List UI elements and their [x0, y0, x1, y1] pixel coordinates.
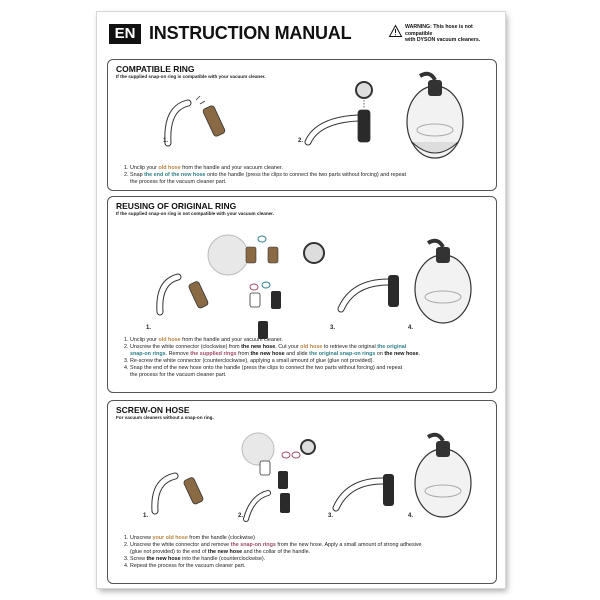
vacuum-cleaner-illustration [414, 432, 472, 518]
glue-application-illustration [241, 432, 316, 522]
warning-text-1: WARNING: This hose is not compatible [405, 24, 473, 37]
step-number: 1. [143, 513, 149, 519]
step-1: 1. Unclip your old hose from the handle … [124, 337, 283, 343]
step-number: 1. [146, 325, 152, 331]
header: EN INSTRUCTION MANUAL WARNING: This hose… [109, 22, 495, 48]
warning-text-2: with DYSON vacuum cleaners. [405, 37, 481, 43]
step-1: 1. Unscrew your old hose from the handle… [124, 535, 255, 541]
step-2: 2. Unscrew the white connector and remov… [124, 542, 422, 548]
step-number: 4. [408, 325, 414, 331]
warning-icon [388, 24, 403, 37]
step-list: 1. Unclip your old hose from the handle … [124, 337, 420, 379]
hose-unscrew-illustration [151, 472, 204, 515]
step-2: 2. Unscrew the white connector (clockwis… [124, 344, 407, 350]
hose-unclip-illustration [156, 273, 209, 316]
step-number: 3. [328, 513, 334, 519]
hose-snap-illustration [304, 81, 373, 146]
language-badge: EN [109, 24, 141, 44]
vacuum-cleaner-illustration [406, 71, 464, 159]
instruction-sheet: EN INSTRUCTION MANUAL WARNING: This hose… [97, 12, 505, 588]
step-2-cont: the process for the vacuum cleaner part. [130, 179, 227, 185]
step-2: 2. Snap the end of the new hose onto the… [124, 172, 406, 178]
step-3: 3. Screw the new hose into the handle (c… [124, 556, 266, 562]
step-number: 3. [330, 325, 336, 331]
hose-screw-illustration [332, 474, 394, 512]
section-subtitle: If the supplied snap-on ring is compatib… [116, 74, 266, 79]
section-title: REUSING OF ORIGINAL RING [116, 201, 237, 211]
step-number: 1. [163, 138, 169, 144]
step-list: 1. Unclip your old hose from the handle … [124, 165, 406, 186]
vacuum-cleaner-illustration [414, 238, 472, 324]
section-title: SCREW-ON HOSE [116, 405, 190, 415]
page-title: INSTRUCTION MANUAL [149, 23, 352, 43]
step-list: 1. Unscrew your old hose from the handle… [124, 535, 422, 570]
step-2-cont: snap-on rings. Remove the supplied rings… [130, 351, 421, 357]
section-screw-on-hose: SCREW-ON HOSE For vacuum cleaners withou… [107, 400, 497, 584]
step-number: 2. [238, 513, 244, 519]
ring-retrieval-illustration [207, 234, 325, 339]
section-title: COMPATIBLE RING [116, 64, 195, 74]
section-subtitle: If the supplied snap-on ring is not comp… [116, 211, 274, 216]
step-number: 4. [408, 513, 414, 519]
hose-snap-illustration [337, 275, 399, 313]
section-compatible-ring: COMPATIBLE RING If the supplied snap-on … [107, 59, 497, 191]
section-reusing-ring: REUSING OF ORIGINAL RING If the supplied… [107, 196, 497, 393]
hose-unclip-illustration [164, 95, 226, 147]
step-3: 3. Re-screw the white connector (counter… [124, 358, 374, 364]
step-2-cont: (glue not provided) to the end of the ne… [130, 549, 311, 555]
step-4-cont: the process for the vacuum cleaner part. [130, 372, 227, 378]
section-subtitle: For vacuum cleaners without a snap-on ri… [116, 415, 214, 420]
step-4: 4. Snap the end of the new hose onto the… [124, 365, 403, 371]
step-number: 2. [298, 138, 304, 144]
step-1: 1. Unclip your old hose from the handle … [124, 165, 283, 171]
step-4: 4. Repeat the process for the vacuum cle… [124, 563, 246, 569]
